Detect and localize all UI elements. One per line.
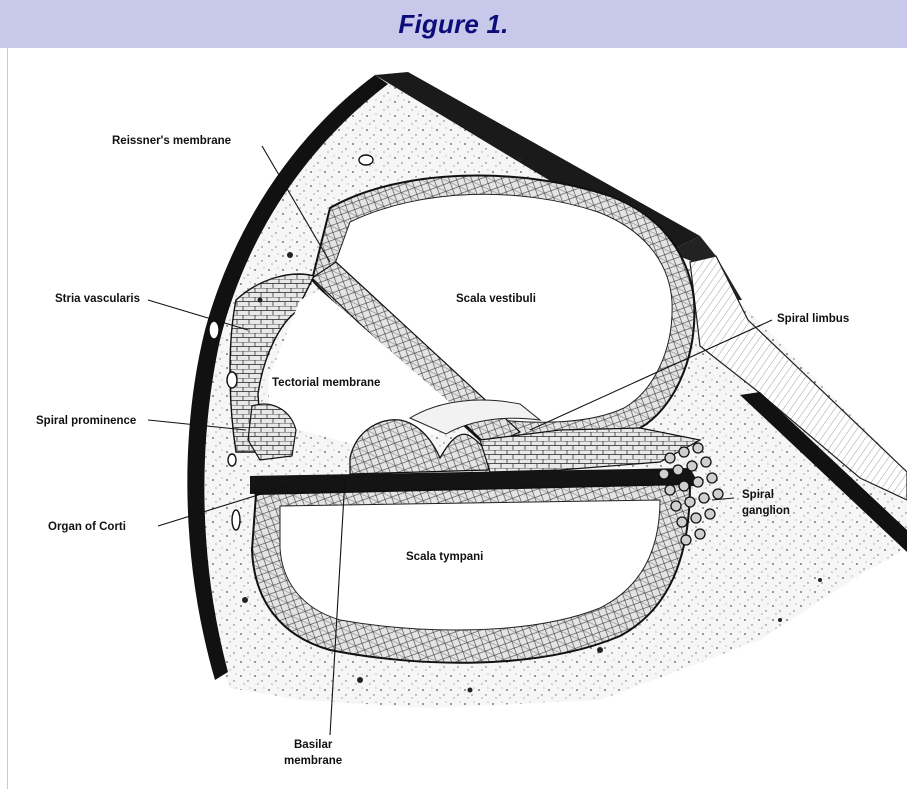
label-stria-vascularis: Stria vascularis [55,293,140,305]
label-scala-tympani: Scala tympani [406,551,483,563]
label-reissners-membrane: Reissner's membrane [112,135,231,147]
label-spiral-limbus: Spiral limbus [777,313,849,325]
label-spiral-prominence: Spiral prominence [36,415,136,427]
label-tectorial-membrane: Tectorial membrane [272,377,380,389]
label-basilar-membrane-line1: Basilar [294,739,333,751]
label-organ-of-corti: Organ of Corti [48,521,126,533]
label-scala-vestibuli: Scala vestibuli [456,293,536,305]
label-spiral-ganglion-line2: ganglion [742,505,790,517]
label-spiral-ganglion-line1: Spiral [742,489,774,501]
label-basilar-membrane-line2: membrane [284,755,342,767]
